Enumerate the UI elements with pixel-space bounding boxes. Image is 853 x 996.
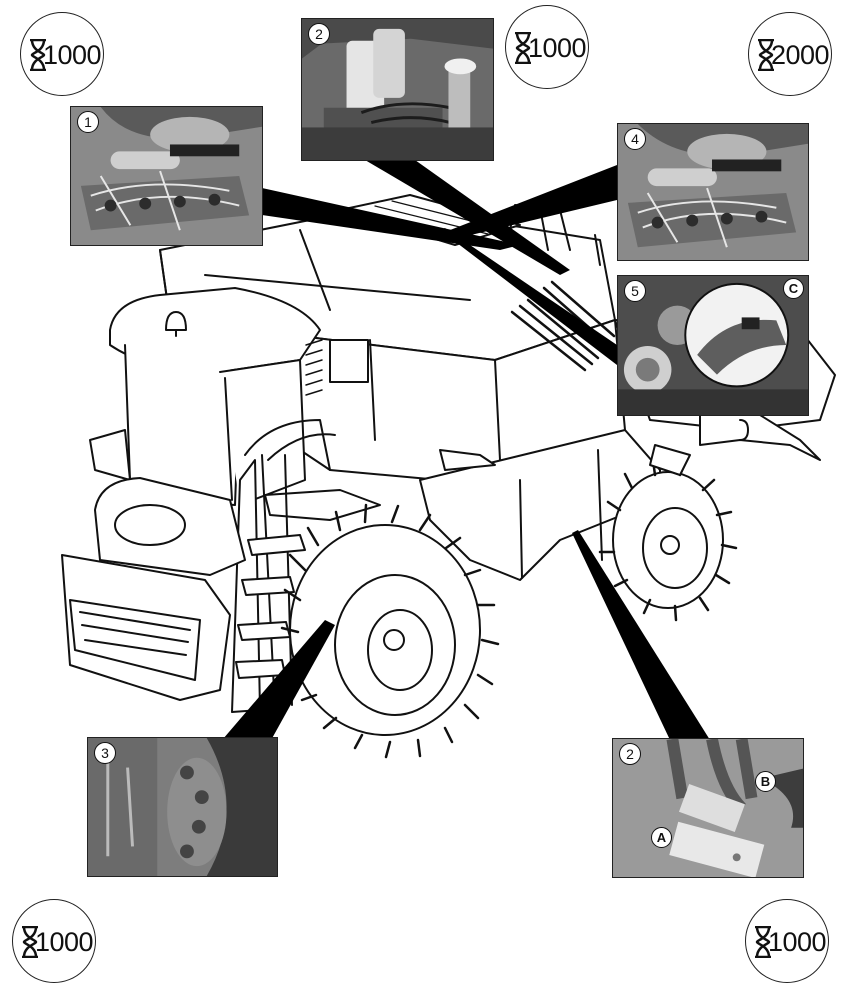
hour-value: 1000 [528, 33, 587, 63]
hourglass-icon [755, 926, 771, 958]
hour-value: 1000 [35, 927, 94, 957]
hourglass-icon [30, 39, 46, 71]
hour-value: 1000 [768, 927, 827, 957]
access-ladder [231, 419, 336, 713]
callout-number: 5 [624, 280, 646, 302]
hour-value: 1000 [43, 40, 102, 70]
callout-letter-a: A [651, 827, 672, 848]
hour-value: 2000 [771, 40, 830, 70]
callout-letter-c: C [783, 278, 804, 299]
step-platform [264, 489, 381, 521]
alternator-photo [618, 276, 808, 415]
callout-letter-b: B [755, 771, 776, 792]
hour-badge-bottom-left: 1000 [12, 899, 96, 983]
leader-2-bottom [572, 530, 710, 740]
callout-number: 4 [624, 128, 646, 150]
photo-inset-5: 5 C [617, 275, 809, 416]
photo-inset-1: 1 [70, 106, 263, 246]
sensor-photo [613, 739, 803, 877]
front-left-wheel [94, 477, 246, 576]
hourglass-icon [515, 32, 531, 64]
photo-inset-2-bottom: 2 B A [612, 738, 804, 878]
hour-badge-bottom-right: 1000 [745, 899, 829, 983]
leader-3 [205, 620, 335, 760]
engine-photo [71, 107, 262, 245]
photo-inset-4: 4 [617, 123, 809, 261]
engine-photo [618, 124, 808, 260]
callout-number: 1 [77, 111, 99, 133]
wheel-hub-photo [88, 738, 277, 876]
hour-badge-top-right: 2000 [748, 12, 832, 96]
callout-number: 2 [619, 743, 641, 765]
leader-2-top [365, 160, 570, 275]
feeder-housing [89, 429, 131, 481]
leader-4 [445, 165, 617, 240]
hourglass-icon [758, 39, 774, 71]
hour-badge-top-left: 1000 [20, 12, 104, 96]
hourglass-icon [22, 926, 38, 958]
callout-number: 2 [308, 23, 330, 45]
leader-5 [440, 228, 617, 365]
photo-inset-2-top: 2 [301, 18, 494, 161]
front-right-wheel [280, 503, 500, 759]
photo-inset-3: 3 [87, 737, 278, 877]
filter-photo [302, 19, 493, 160]
callout-number: 3 [94, 742, 116, 764]
hour-badge-top-center: 1000 [505, 5, 589, 89]
beacon [165, 311, 187, 331]
